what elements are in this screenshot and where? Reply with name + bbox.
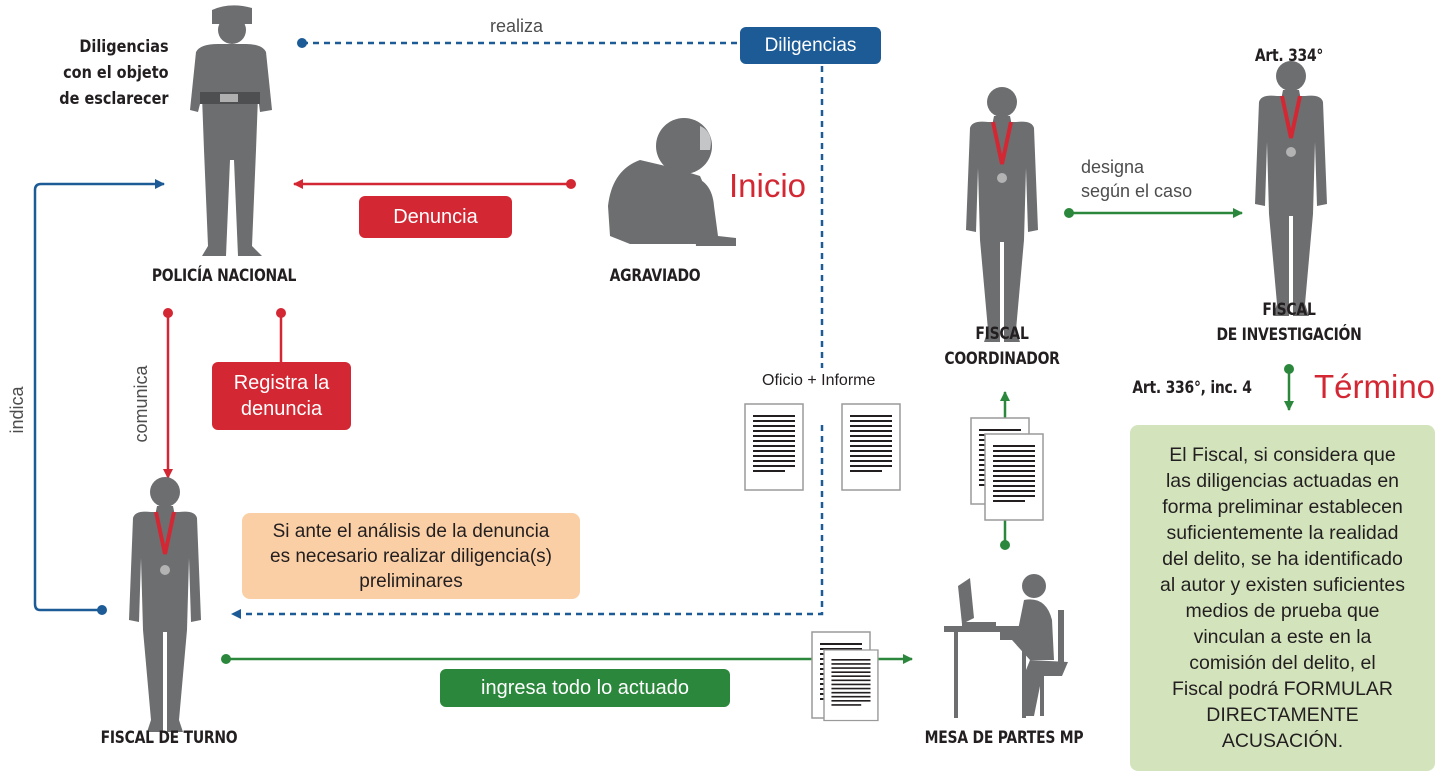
office-worker-desk-icon — [944, 574, 1068, 718]
fiscal-investigacion-label: FISCAL DE INVESTIGACIÓN — [1216, 300, 1362, 345]
arrow-realiza — [297, 38, 740, 48]
art-336-label: Art. 336°, inc. 4 — [1132, 378, 1252, 398]
arrow-indica — [33, 179, 165, 615]
fiscal-investigacion-figure-icon — [1255, 61, 1327, 316]
arrow-ingresa — [221, 654, 913, 664]
condition-note: Si ante el análisis de la denuncia es ne… — [242, 513, 580, 599]
registra-denuncia-box: Registra la denuncia — [212, 362, 351, 430]
document-stack-icon-coordinador — [970, 417, 1044, 521]
document-stack-icon-mesa — [811, 631, 879, 722]
arrow-denuncia — [293, 179, 576, 189]
arrow-oficio-informe — [231, 66, 824, 619]
agraviado-label: AGRAVIADO — [609, 266, 701, 286]
arrow-termino — [1284, 364, 1294, 411]
police-officer-icon — [190, 5, 272, 256]
arrow-designa — [1064, 208, 1243, 218]
policia-caption: Diligencias con el objeto de esclarecer — [59, 37, 169, 109]
label-designa: designa según el caso — [1081, 157, 1193, 201]
arrow-comunica — [163, 308, 173, 479]
fiscal-turno-figure-icon — [129, 477, 201, 732]
ingresa-box: ingresa todo lo actuado — [440, 669, 730, 707]
connector-registra — [276, 308, 286, 362]
stage-termino: Término — [1314, 368, 1436, 405]
label-realiza: realiza — [490, 16, 544, 36]
victim-sitting-icon — [608, 118, 736, 246]
stage-inicio: Inicio — [729, 167, 807, 204]
fiscal-turno-label: FISCAL DE TURNO — [100, 728, 238, 748]
denuncia-box: Denuncia — [359, 196, 512, 238]
art-334-label: Art. 334° — [1254, 46, 1324, 66]
outcome-note: El Fiscal, si considera que las diligenc… — [1130, 425, 1435, 771]
diligencias-box: Diligencias — [740, 27, 881, 64]
document-icon-left — [744, 403, 804, 491]
fiscal-coordinador-label: FISCAL COORDINADOR — [944, 324, 1060, 369]
label-indica: indica — [7, 385, 27, 433]
label-oficio-informe: Oficio + Informe — [762, 372, 876, 389]
label-comunica: comunica — [131, 364, 151, 442]
mesa-partes-label: MESA DE PARTES MP — [924, 728, 1084, 748]
document-icon-right — [841, 403, 901, 491]
policia-nacional-label: POLICÍA NACIONAL — [151, 266, 297, 286]
fiscal-coordinador-figure-icon — [966, 87, 1038, 342]
